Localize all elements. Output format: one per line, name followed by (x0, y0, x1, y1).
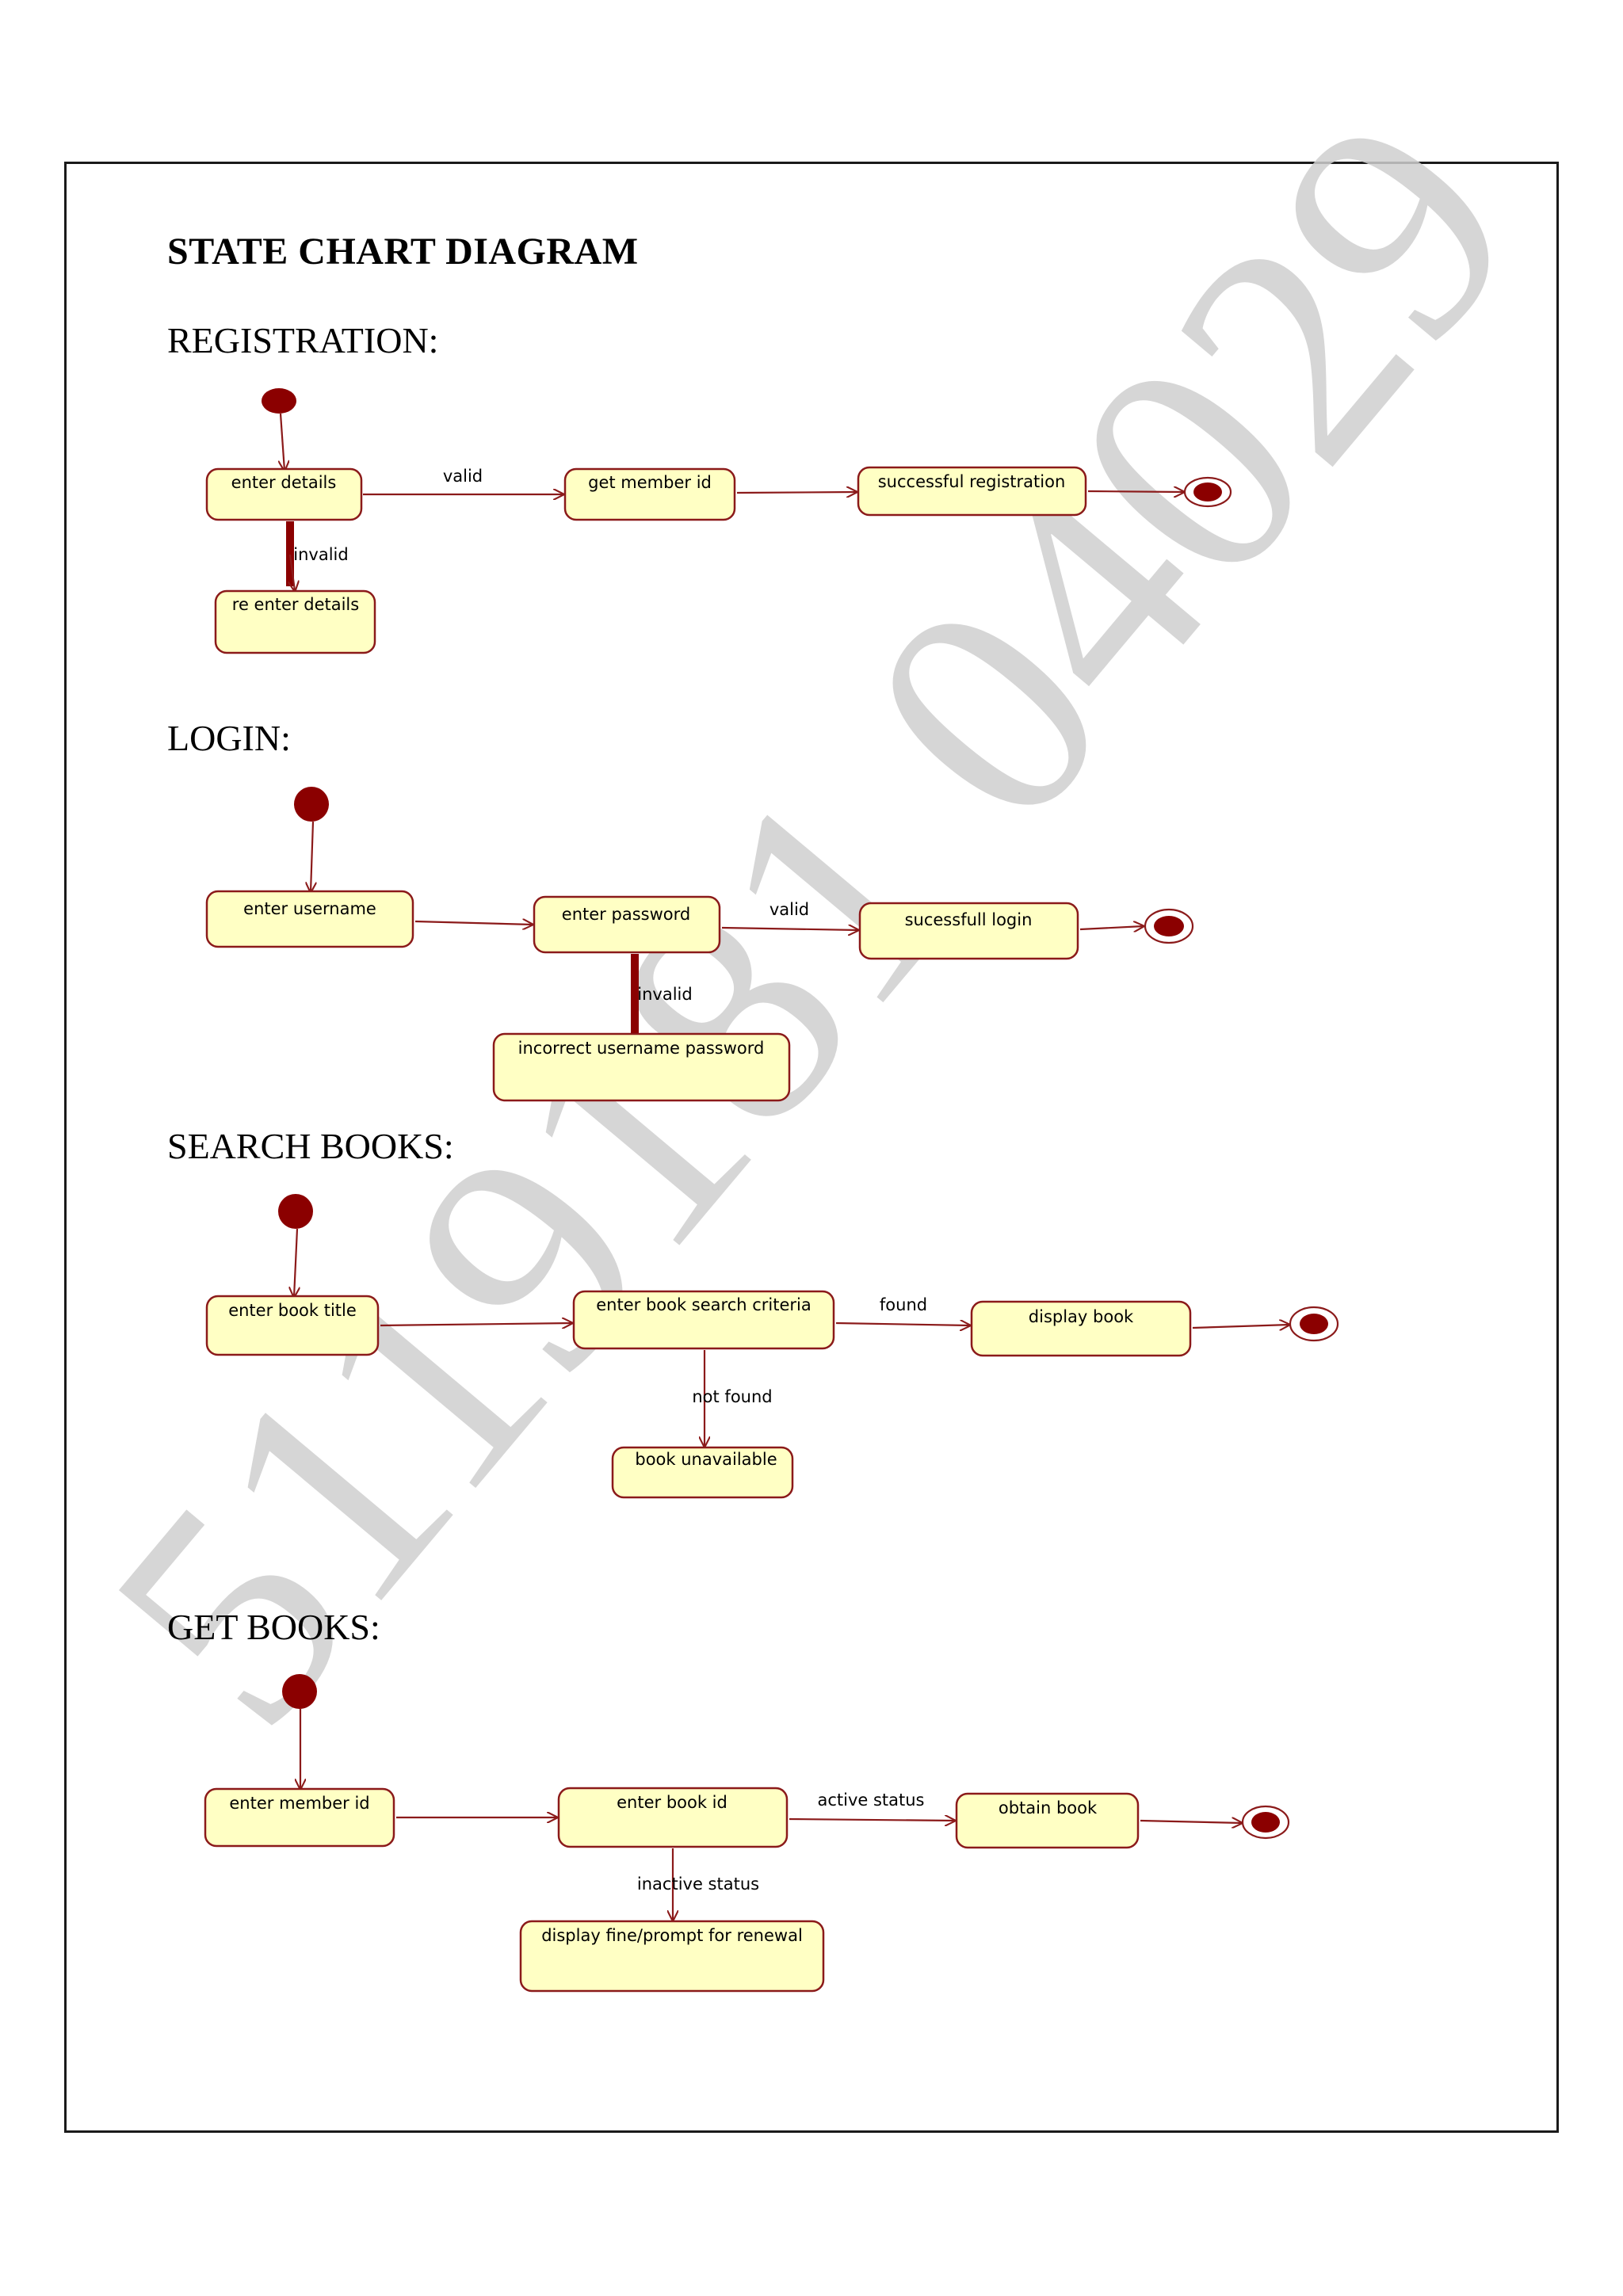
transition (1140, 1821, 1242, 1823)
initial-state (282, 1674, 317, 1709)
transition-label: valid (769, 900, 809, 919)
section-heading-registration: REGISTRATION: (167, 320, 439, 360)
registration-diagram: enter details valid get member id succes… (205, 388, 1232, 654)
state-get-member-id: get member id (563, 467, 736, 521)
transition-label: valid (443, 467, 483, 486)
transition (736, 492, 857, 493)
page-frame (64, 162, 1559, 2133)
state-enter-username: enter username (205, 890, 414, 948)
initial-state (294, 787, 329, 822)
state-label: get member id (588, 473, 712, 492)
transition (1192, 1325, 1289, 1328)
get-books-diagram: enter member id enter book id active sta… (204, 1674, 1290, 1993)
transition (1079, 926, 1144, 929)
transition-label: not found (692, 1387, 772, 1406)
transition (294, 1228, 297, 1297)
final-state (1144, 908, 1194, 944)
initial-state (278, 1194, 313, 1229)
transition-label: active status (817, 1791, 924, 1810)
state-sucessfull-login: sucessfull login (858, 902, 1079, 960)
state-label: enter password (562, 905, 690, 924)
page-title: STATE CHART DIAGRAM (167, 231, 639, 273)
section-heading-get-books: GET BOOKS: (167, 1607, 380, 1647)
state-label: enter username (243, 899, 376, 918)
section-heading-search-books: SEARCH BOOKS: (167, 1126, 454, 1166)
state-label: display fine/prompt for renewal (541, 1926, 803, 1945)
state-label: re enter details (232, 595, 359, 614)
state-label: enter book search criteria (596, 1295, 812, 1314)
state-display-book: display book (970, 1300, 1192, 1357)
final-state (1183, 476, 1232, 508)
login-diagram: enter username enter password valid suce… (205, 787, 1194, 1102)
state-enter-details: enter details (205, 467, 363, 521)
transition-arrowhead (290, 554, 295, 591)
transition (414, 921, 533, 925)
state-label: enter details (231, 473, 337, 492)
transition-active-status (789, 1819, 955, 1821)
state-enter-book-title: enter book title (205, 1295, 380, 1356)
transition-label: inactive status (637, 1875, 759, 1894)
transition (311, 821, 313, 892)
search-books-diagram: enter book title enter book search crite… (205, 1194, 1339, 1499)
final-state (1241, 1805, 1290, 1840)
state-label: enter book id (617, 1793, 727, 1812)
state-label: sucessfull login (905, 910, 1033, 929)
transition (380, 1323, 572, 1325)
transition (1087, 491, 1184, 492)
state-enter-password: enter password (533, 895, 721, 954)
state-label: enter member id (229, 1794, 369, 1813)
transition (281, 413, 285, 471)
state-display-fine-prompt-for-renewal: display fine/prompt for renewal (519, 1920, 825, 1993)
transition-label: found (880, 1295, 927, 1314)
state-enter-book-id: enter book id (557, 1787, 789, 1848)
section-heading-login: LOGIN: (167, 718, 291, 758)
transition-valid (721, 928, 858, 930)
initial-state (262, 388, 296, 414)
state-successful-registration: successful registration (857, 466, 1087, 517)
transition-found (835, 1323, 970, 1325)
transition-label: invalid (293, 545, 348, 564)
state-label: incorrect username password (518, 1039, 765, 1058)
transition-label: invalid (637, 985, 692, 1004)
final-state (1289, 1306, 1339, 1342)
state-re-enter-details: re enter details (214, 589, 376, 654)
state-enter-book-search-criteria: enter book search criteria (572, 1290, 835, 1350)
state-obtain-book: obtain book (955, 1792, 1140, 1849)
state-label: obtain book (999, 1798, 1098, 1817)
state-label: book unavailable (635, 1450, 777, 1469)
state-label: enter book title (228, 1301, 357, 1320)
state-book-unavailable: book unavailable (611, 1446, 794, 1499)
state-label: display book (1029, 1307, 1134, 1326)
state-incorrect-username-password: incorrect username password (492, 1032, 791, 1102)
state-label: successful registration (878, 472, 1066, 491)
state-enter-member-id: enter member id (204, 1787, 395, 1848)
